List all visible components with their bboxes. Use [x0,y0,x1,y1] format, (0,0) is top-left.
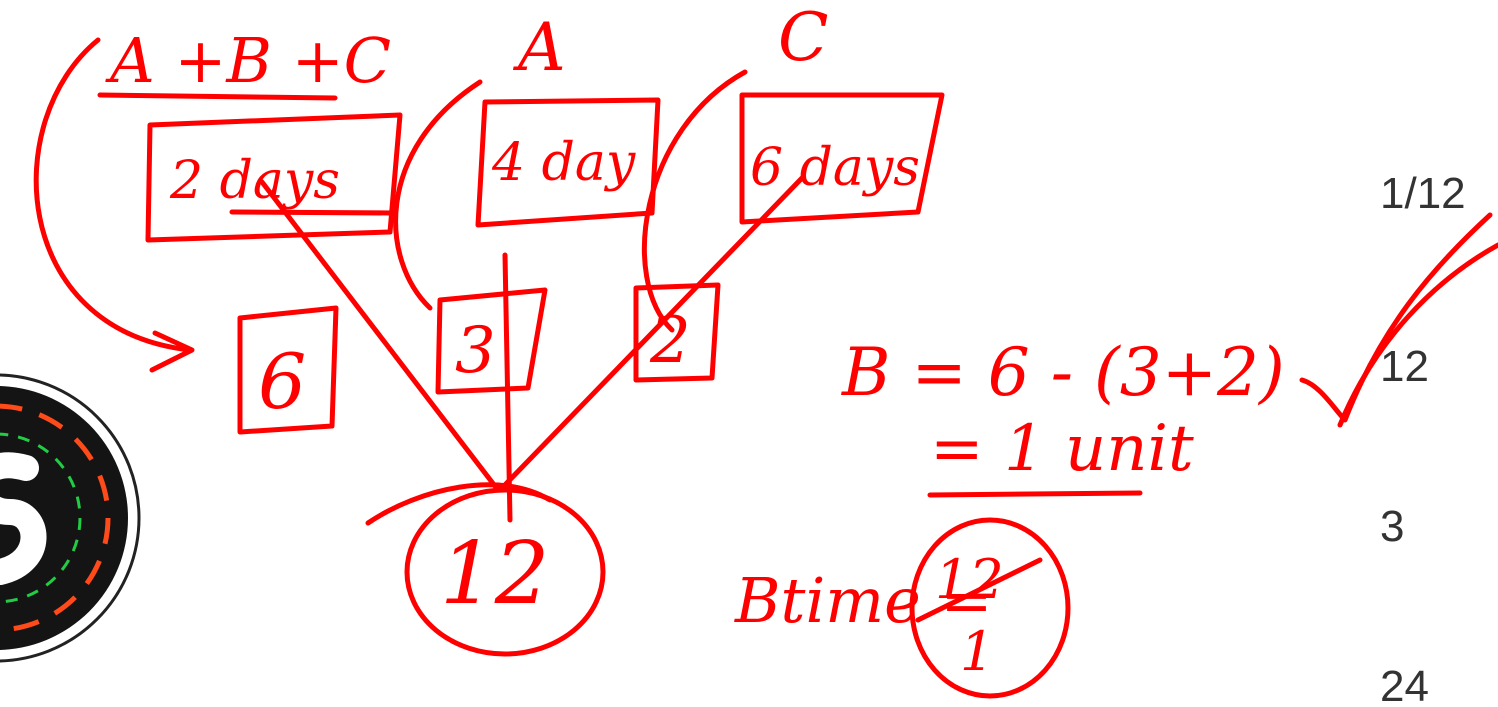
box-abc-text: 2 days [169,151,340,211]
total-text: 12 [440,524,549,624]
box-eff-a [435,287,548,395]
box-c-text: 6 days [750,138,920,198]
eff-abc-text: 6 [258,337,306,426]
b-time-text: Btime = [734,564,992,637]
b-frac-slash [915,557,1043,623]
box-a-text: 4 day [491,133,636,193]
box-abc [145,112,403,243]
box-abc-underline [229,209,395,216]
box-a [475,97,661,228]
option-4[interactable]: 24 [1380,662,1429,707]
b-frac-den: 1 [960,620,994,683]
checkmark-second-stroke [1337,242,1498,428]
label-abc: A +B +C [105,24,391,97]
label-abc-underline [97,92,338,101]
eff-a-text: 3 [455,314,496,388]
circle-b-time [909,517,1071,699]
arc-a [393,79,483,311]
circle-total [404,487,606,657]
b-result-text: = 1 unit [930,412,1194,486]
line-c [497,175,805,493]
curved-arrow-left [33,37,193,353]
box-c [739,92,945,225]
b-frac-num: 12 [935,548,1004,611]
arrow-head-left [149,330,195,373]
b-result-underline [927,490,1143,498]
option-3[interactable]: 3 [1380,502,1405,551]
line-a [502,252,513,523]
arc-c [641,69,748,333]
label-c: C [778,0,829,76]
b-formula-text: B = 6 - (3+2) [841,334,1285,411]
answer-options: 1/12 12 3 24 [1380,0,1498,707]
label-a: A [512,9,566,86]
line-abc [259,179,501,493]
box-eff-abc [237,305,339,435]
option-1[interactable]: 1/12 [1380,169,1466,218]
speedometer-badge-icon [0,373,141,663]
option-2[interactable]: 12 [1380,342,1429,391]
